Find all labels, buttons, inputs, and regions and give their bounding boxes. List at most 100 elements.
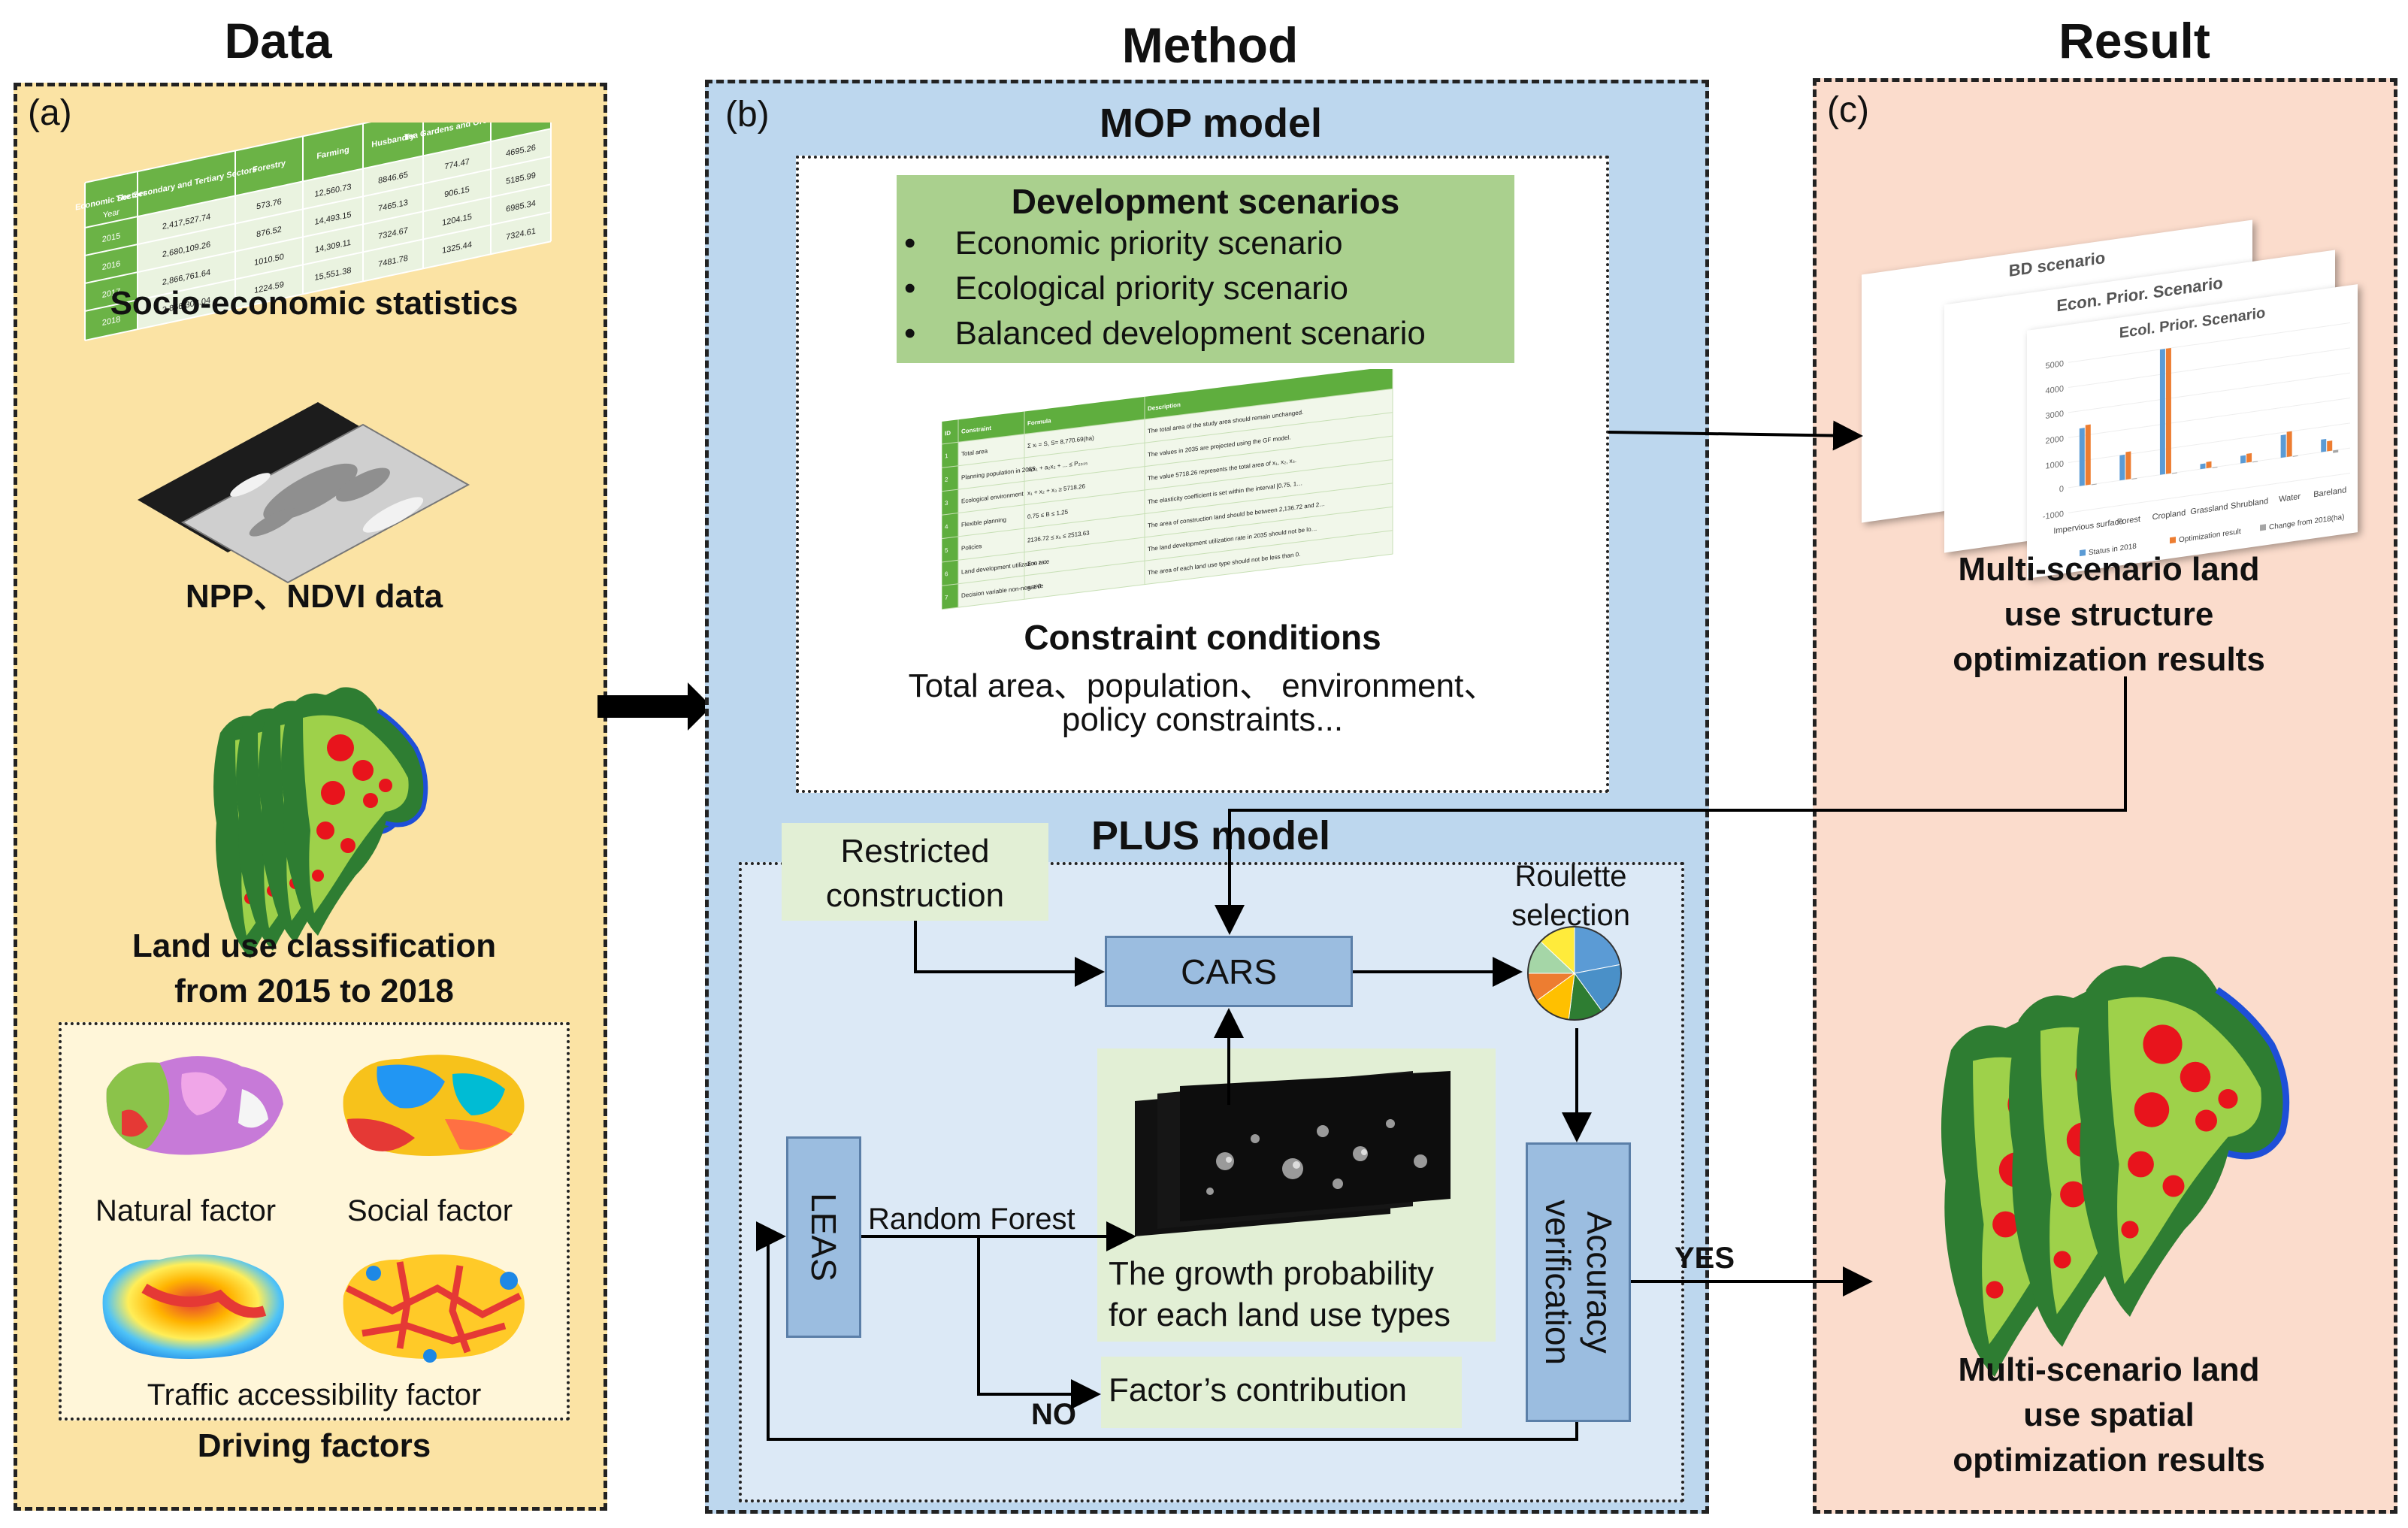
panel-c-label: (c) [1827, 90, 1869, 130]
scenario-item-economic: • Economic priority scenario [904, 225, 1343, 262]
leas-node: LEAS [786, 1136, 861, 1338]
ecol-ytick: 4000 [2046, 384, 2064, 395]
landuse-cropland [2108, 997, 2261, 1284]
ecol-bar [2206, 461, 2212, 469]
ecol-gridline [2068, 472, 2350, 513]
mop-model-box: Development scenarios • Economic priorit… [796, 156, 1609, 793]
restricted-construction-box: Restricted construction [782, 823, 1048, 921]
method-header: Method [1121, 17, 1299, 73]
ecol-bar [2079, 428, 2085, 486]
driving-factors-caption: Driving factors [197, 1427, 431, 1464]
ecol-bar [2327, 440, 2333, 452]
ecol-legend-swatch [2260, 524, 2266, 531]
traffic-accessibility-map-1 [102, 1254, 284, 1359]
land-use-caption-line1: Land use classification [132, 927, 497, 964]
constraint-cell: Σ xᵢ ≥ ... [1027, 558, 1048, 567]
random-forest-label: Random Forest [868, 1203, 1075, 1236]
ecol-bar [2321, 438, 2327, 452]
traffic-accessibility-map-2 [343, 1254, 525, 1363]
landuse-impervious [2121, 1221, 2139, 1239]
ecol-bar [2125, 451, 2131, 480]
factor-contribution-label: Factor’s contribution [1109, 1372, 1408, 1408]
constraint-cell: 4 [945, 523, 948, 531]
stats-cell: 2016 [102, 259, 120, 272]
constraint-conditions-line2: policy constraints... [1061, 701, 1344, 738]
ecol-bar [2165, 347, 2171, 474]
ecol-ytick: 3000 [2046, 410, 2064, 421]
development-scenarios-title: Development scenarios [1011, 182, 1400, 221]
stats-cell: 2015 [102, 231, 120, 244]
landuse-impervious [2180, 1061, 2211, 1093]
ecol-gridline [2068, 397, 2350, 438]
landuse-river [377, 708, 428, 828]
social-factor-label: Social factor [347, 1194, 513, 1227]
scenario-label: Balanced development scenario [954, 315, 1426, 352]
landuse-impervious [2162, 1175, 2185, 1197]
landuse-impervious [363, 793, 378, 808]
spatial-caption-line3: optimization results [1953, 1442, 2265, 1478]
accuracy-verification-label: Accuracy verification [1538, 1200, 1620, 1365]
landuse-impervious [379, 779, 392, 792]
ecol-category-label: Water [2279, 492, 2301, 504]
npp-ndvi-caption: NPP、NDVI data [185, 578, 443, 615]
constraint-cell: 1 [945, 452, 948, 460]
ecol-bar [2240, 455, 2246, 464]
ecol-legend-label: Optimization result [2179, 528, 2241, 545]
landuse-impervious [2134, 1092, 2170, 1127]
scenario-label: Economic priority scenario [954, 225, 1343, 262]
scenario-item-balanced: • Balanced development scenario [904, 315, 1426, 352]
landuse-impervious [2143, 1024, 2183, 1064]
ecol-ytick: 1000 [2046, 459, 2064, 471]
panel-a-label: (a) [28, 93, 72, 133]
ecol-bar [2119, 454, 2125, 481]
roulette-pie-icon [1527, 926, 1622, 1021]
result-header: Result [2059, 13, 2210, 68]
landuse-impervious [340, 838, 355, 853]
ecol-bar [2131, 478, 2137, 480]
ecol-ytick: -1000 [2043, 510, 2064, 522]
ecol-ytick: 5000 [2046, 359, 2064, 371]
socio-economic-caption: Socio-economic statistics [110, 285, 519, 322]
spatial-caption-line1: Multi-scenario land [1958, 1351, 2260, 1388]
ecol-bar [2252, 461, 2258, 463]
traffic-factor-label: Traffic accessibility factor [147, 1378, 482, 1412]
ecol-bar [2200, 463, 2206, 470]
panel-b-label: (b) [725, 95, 770, 135]
bullet-icon: • [904, 270, 916, 307]
landuse-impervious [2060, 1181, 2086, 1208]
land-use-map-layer [281, 687, 428, 936]
ecol-bar [2246, 452, 2252, 463]
ecol-gridline [2068, 322, 2350, 363]
yes-label: YES [1674, 1242, 1735, 1275]
structure-caption-line1: Multi-scenario land [1958, 551, 2260, 588]
stats-year-label: Year [103, 207, 119, 220]
land-use-result-maps [1941, 956, 2290, 1377]
constraint-cell: 6 [945, 570, 948, 578]
development-scenarios-box: Development scenarios • Economic priorit… [897, 175, 1514, 363]
constraint-cell: 2 [945, 476, 948, 483]
ecol-bar [2159, 349, 2165, 475]
driving-factors-box: Natural factor Social factor Traffic acc [59, 1022, 570, 1421]
natural-factor-label: Natural factor [95, 1194, 277, 1227]
cars-label: CARS [1181, 952, 1277, 991]
spatial-caption-line2: use spatial [2023, 1396, 2195, 1433]
constraint-cell: 3 [945, 500, 948, 507]
growth-probability-box: The growth probability for each land use… [1097, 1048, 1496, 1342]
ecol-legend-swatch [2080, 549, 2086, 557]
land-use-stack-image [213, 687, 428, 958]
structure-caption-line2: use structure [2004, 596, 2214, 633]
landuse-impervious [2053, 1251, 2071, 1269]
constraint-conditions-line1: Total area、population、 environment、 [908, 667, 1497, 704]
ecol-bar [2171, 472, 2177, 474]
constraint-header-cell: Formula [1027, 417, 1051, 427]
ecol-bar [2286, 431, 2292, 458]
ecol-bar [2085, 424, 2091, 486]
ecol-bar [2212, 466, 2218, 468]
ecol-legend-label: Change from 2018(ha) [2269, 513, 2344, 532]
npp-ndvi-raster-image [138, 402, 470, 584]
constraint-header-cell: ID [945, 430, 951, 437]
constraint-cell: xᵢ ≥ 0 [1027, 582, 1042, 591]
